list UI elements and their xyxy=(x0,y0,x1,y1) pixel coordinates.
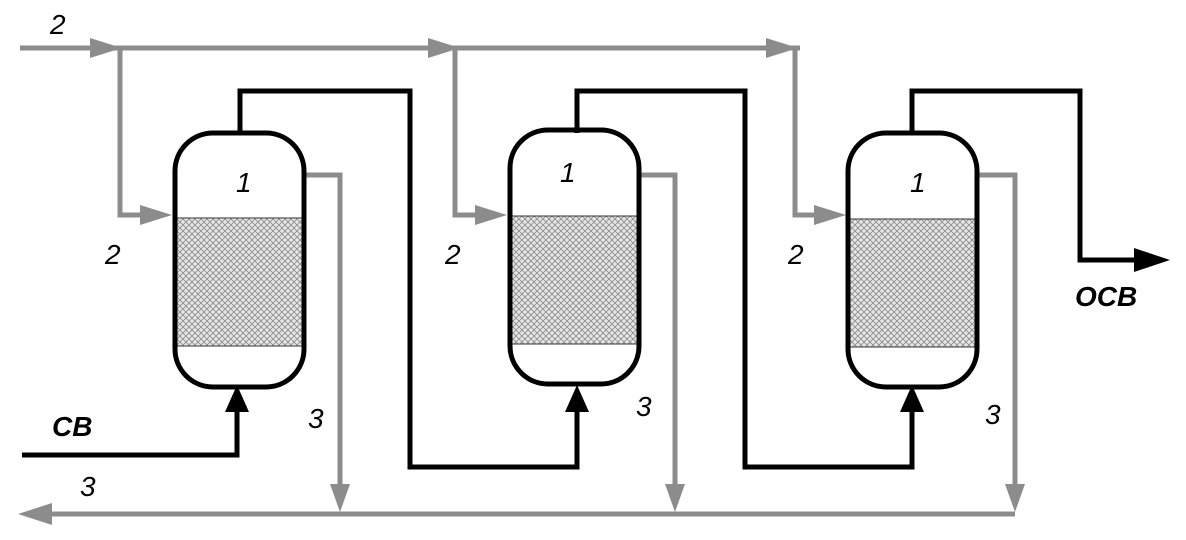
label-stream-3-r3: 3 xyxy=(985,399,1001,430)
packing-bed xyxy=(177,218,302,346)
reactor-1 xyxy=(172,130,307,390)
label-feed-sv: СВ xyxy=(52,411,92,442)
label-stream-3-outlet: 3 xyxy=(80,471,96,502)
label-stream-3-r1: 3 xyxy=(308,403,324,434)
packing-bed xyxy=(850,219,975,347)
label-vessel-3: 1 xyxy=(910,167,926,198)
outlet-lines-stream-3 xyxy=(48,172,1018,517)
packing-bed xyxy=(512,216,637,344)
label-stream-2-r2: 2 xyxy=(444,239,461,270)
process-arrowheads xyxy=(225,248,1170,412)
vessel-shell xyxy=(507,127,642,387)
label-product-osv: ОСВ xyxy=(1075,281,1137,312)
vessel-shell xyxy=(172,130,307,390)
label-stream-2-header: 2 xyxy=(49,9,66,40)
inlet-header-stream-2 xyxy=(20,45,825,218)
reactor-2 xyxy=(507,127,642,387)
label-vessel-2: 1 xyxy=(560,157,576,188)
label-stream-3-r2: 3 xyxy=(636,391,652,422)
process-lines xyxy=(22,88,1138,470)
reactor-3 xyxy=(845,130,980,390)
header-arrowheads xyxy=(90,38,846,225)
label-stream-2-r3: 2 xyxy=(787,239,804,270)
vessel-shell xyxy=(845,130,980,390)
label-stream-2-r1: 2 xyxy=(104,239,121,270)
outlet-arrowheads xyxy=(18,484,1025,525)
label-vessel-1: 1 xyxy=(236,167,252,198)
